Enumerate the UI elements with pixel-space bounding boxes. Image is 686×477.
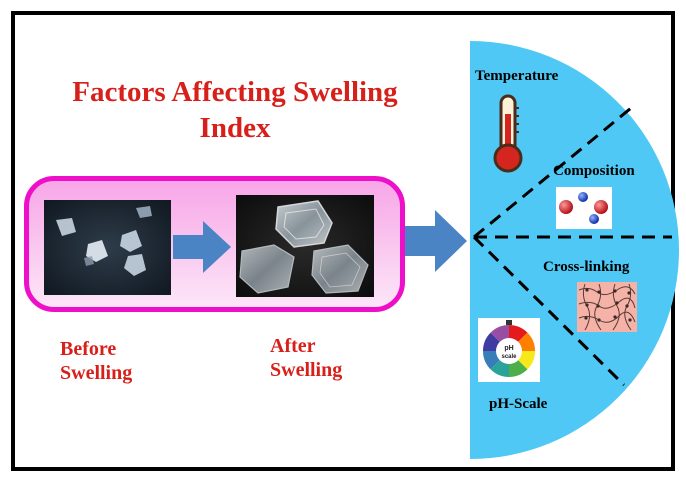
before-swelling-image bbox=[44, 200, 171, 295]
divider-line-upper bbox=[473, 102, 637, 239]
title-line-2: Index bbox=[199, 112, 271, 144]
ph-wheel-text-1: pH bbox=[504, 345, 513, 352]
factor-label-composition: Composition bbox=[553, 163, 635, 179]
page-title: Factors Affecting Swelling Index bbox=[30, 74, 440, 146]
arrow-before-to-after bbox=[173, 221, 231, 273]
title-line-1: Factors Affecting Swelling bbox=[72, 76, 398, 108]
factor-label-cross-linking: Cross-linking bbox=[543, 259, 630, 275]
after-swelling-image bbox=[236, 195, 374, 297]
before-swelling-caption: Before Swelling bbox=[60, 337, 132, 385]
before-caption-line-1: Before bbox=[60, 338, 117, 360]
before-caption-line-2: Swelling bbox=[60, 362, 133, 384]
after-caption-line-1: After bbox=[270, 335, 316, 357]
thermometer-icon bbox=[493, 94, 523, 173]
ph-scale-wheel-icon: pH scale bbox=[478, 318, 540, 382]
after-swelling-caption: After Swelling bbox=[270, 334, 342, 382]
ph-wheel-text-2: scale bbox=[501, 354, 517, 360]
divider-line-lower bbox=[472, 235, 626, 387]
factor-label-ph-scale: pH-Scale bbox=[489, 396, 548, 412]
factor-label-temperature: Temperature bbox=[475, 68, 559, 84]
arrow-to-factors bbox=[405, 210, 467, 272]
cross-linking-network-icon bbox=[577, 282, 637, 332]
composition-molecules-icon bbox=[556, 187, 612, 229]
after-caption-line-2: Swelling bbox=[270, 359, 343, 381]
